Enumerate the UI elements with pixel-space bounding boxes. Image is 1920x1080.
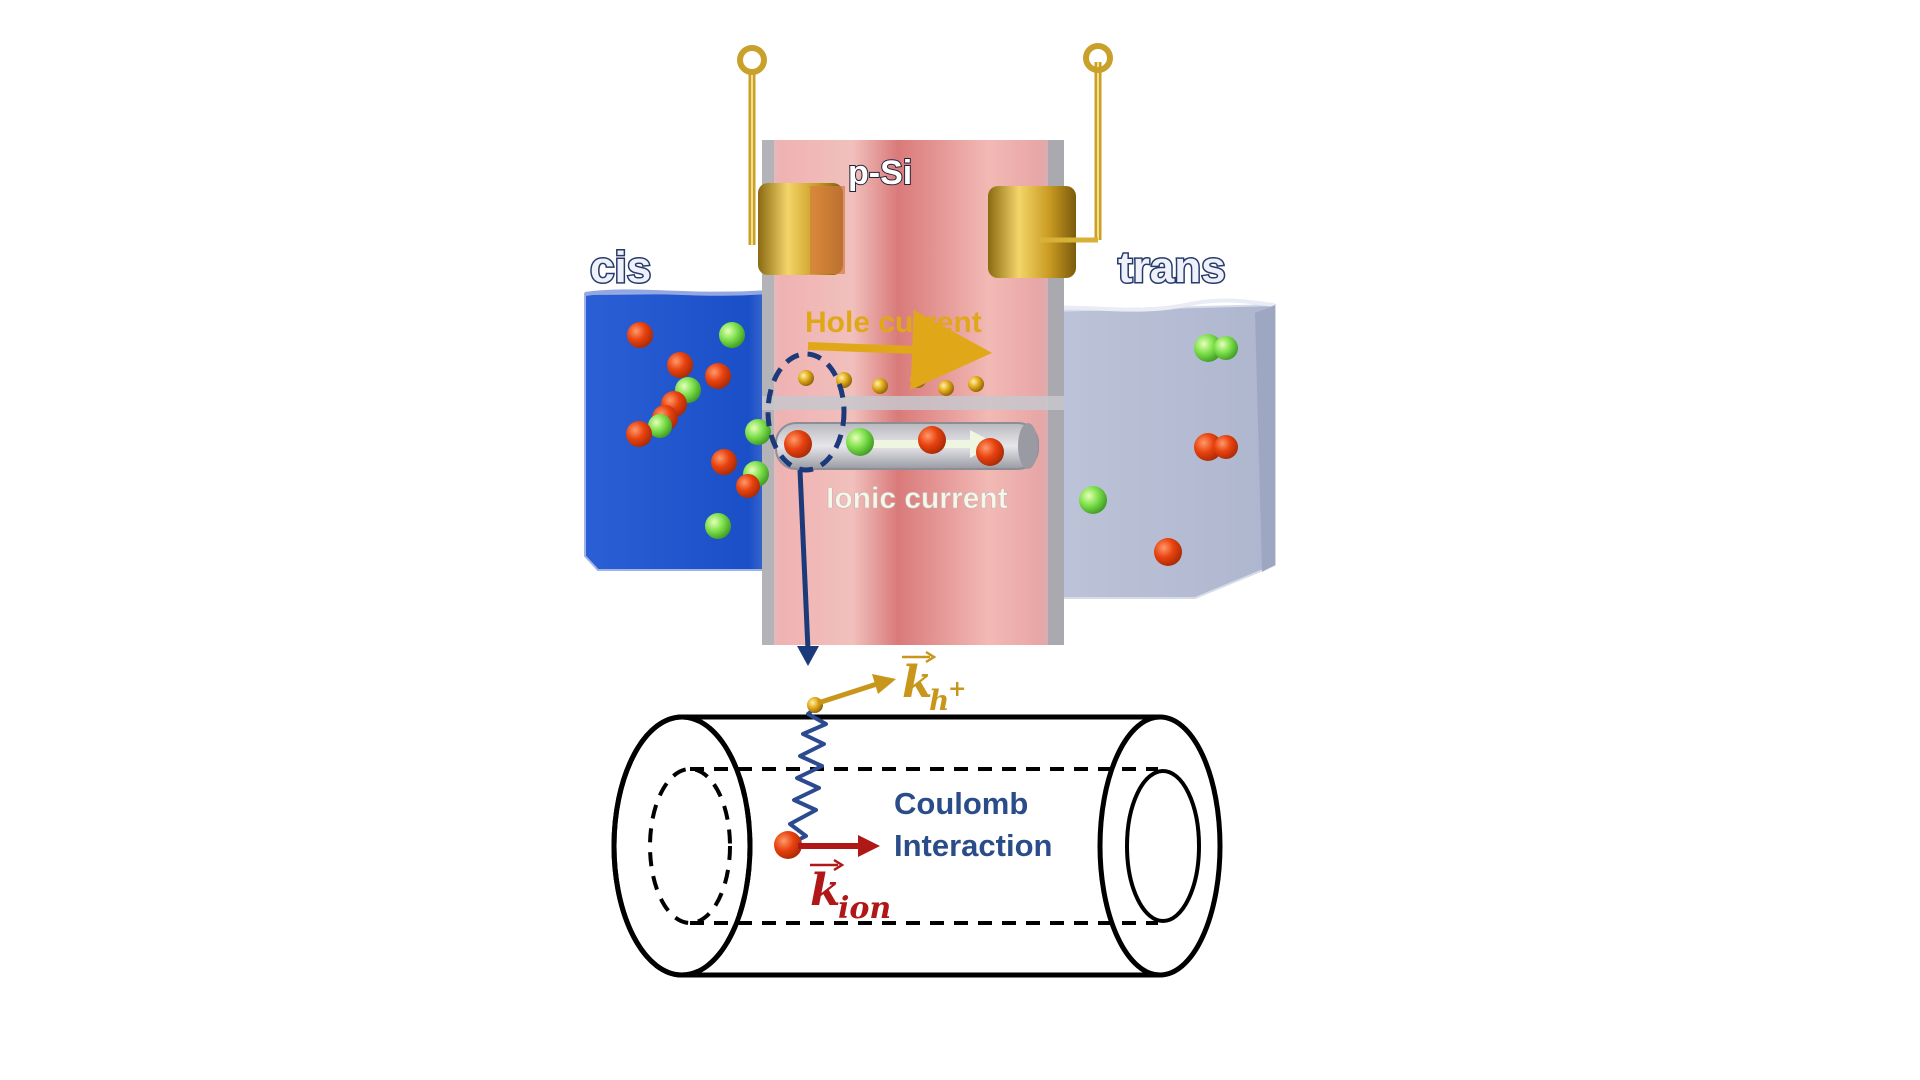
left-electrode-ring bbox=[737, 45, 767, 75]
ion-particle bbox=[774, 831, 802, 859]
right-electrode bbox=[988, 43, 1113, 278]
trans-reservoir bbox=[1009, 298, 1276, 599]
zoom-pointer-arrow bbox=[797, 469, 811, 651]
ions bbox=[626, 322, 1238, 566]
hole-particle bbox=[807, 697, 823, 713]
cis-reservoir bbox=[584, 288, 791, 571]
ionic-current-label: Ionic current bbox=[826, 482, 1008, 515]
psi-label: p-Si bbox=[848, 154, 912, 192]
cis-label: cis bbox=[590, 243, 651, 292]
k-ion-label: k ion bbox=[810, 858, 891, 926]
svg-text:k: k bbox=[902, 657, 933, 708]
svg-text:ion: ion bbox=[838, 891, 891, 926]
left-electrode bbox=[737, 45, 845, 275]
coulomb-spring bbox=[787, 706, 828, 847]
svg-text:+: + bbox=[948, 676, 966, 702]
hole-current-label: Hole current bbox=[805, 306, 982, 339]
right-electrode-ring bbox=[1083, 43, 1113, 73]
trans-label: trans bbox=[1118, 243, 1226, 292]
k-hole-arrow bbox=[817, 680, 881, 706]
svg-text:h: h bbox=[929, 684, 949, 717]
zoom-region-marker bbox=[765, 351, 847, 473]
coulomb-label-line1: Coulomb bbox=[894, 786, 1028, 821]
svg-text:k: k bbox=[810, 865, 841, 916]
coulomb-label-line2: Interaction bbox=[894, 828, 1052, 863]
k-hole-label: k h + bbox=[902, 650, 966, 717]
hole-current-arrow bbox=[807, 309, 992, 390]
pore-cylinder-schematic bbox=[611, 714, 1223, 978]
